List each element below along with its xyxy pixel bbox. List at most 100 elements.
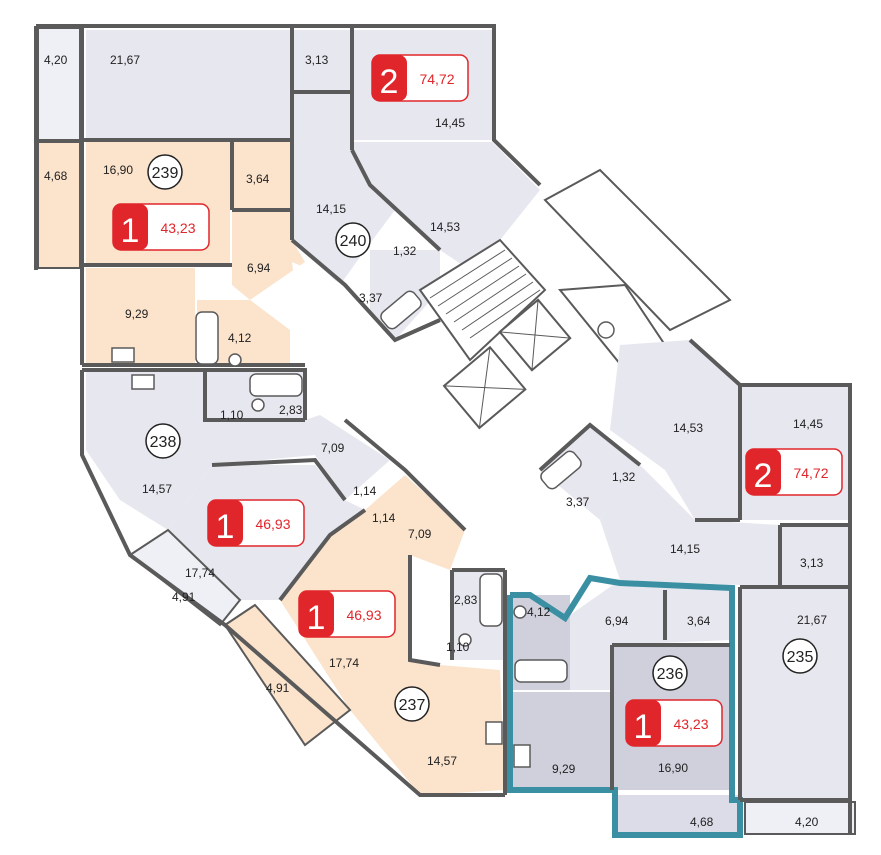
room-area-label: 16,90 (103, 163, 133, 177)
room-area-label: 3,64 (246, 172, 270, 186)
fixtures (111, 290, 582, 768)
svg-text:236: 236 (657, 666, 684, 683)
room-area-label: 2,83 (454, 593, 478, 607)
toilet-icon (251, 398, 265, 412)
apartment-number-239[interactable]: 239 (147, 154, 183, 190)
apartment-240-room-living[interactable] (86, 30, 292, 140)
svg-text:1: 1 (216, 508, 235, 546)
apartment-number-240[interactable]: 240 (335, 222, 371, 258)
apartment-235-room-kitchen[interactable] (610, 340, 740, 520)
svg-text:239: 239 (152, 165, 179, 182)
apartment-badge-238[interactable]: 1 46,93 (207, 499, 305, 547)
apartment-239-room-hall[interactable] (232, 210, 305, 300)
room-area-label: 14,15 (316, 202, 346, 216)
stair-treads-icon (429, 249, 541, 339)
apartment-240-room-closet[interactable] (294, 30, 352, 92)
svg-text:240: 240 (340, 233, 367, 250)
apartment-number-236[interactable]: 236 (652, 655, 688, 691)
apartment-235-room-living[interactable] (740, 587, 850, 800)
balcony-236[interactable] (618, 795, 740, 833)
room-area-label: 21,67 (110, 53, 140, 67)
room-area-label: 1,32 (393, 244, 417, 258)
apartment-237-room-living[interactable] (350, 660, 505, 795)
stove-icon (485, 721, 503, 745)
apartment-number-235[interactable]: 235 (782, 638, 818, 674)
apartment-badge-236[interactable]: 1 43,23 (625, 699, 723, 747)
room-area-label: 4,91 (266, 681, 290, 695)
bathtub-icon (479, 573, 503, 627)
service-balcony[interactable] (543, 168, 732, 332)
room-area-label: 4,20 (795, 815, 819, 829)
room-area-label: 14,53 (673, 421, 703, 435)
room-area-label: 14,57 (427, 754, 457, 768)
room-area-label: 4,12 (228, 331, 252, 345)
room-area-label: 21,67 (797, 613, 827, 627)
room-area-label: 17,74 (185, 566, 215, 580)
apartment-number-238[interactable]: 238 (145, 423, 181, 459)
svg-text:235: 235 (787, 649, 814, 666)
room-area-label: 3,64 (687, 614, 711, 628)
apartment-236-room-kitchen[interactable] (510, 692, 612, 790)
room-area-label: 6,94 (247, 261, 271, 275)
room-area-label: 2,83 (279, 403, 303, 417)
elevator-1-cross-icon (443, 347, 526, 429)
room-area-label: 1,32 (612, 470, 636, 484)
room-area-label: 6,94 (605, 614, 629, 628)
fan-icon (597, 321, 615, 339)
room-area-label: 4,68 (44, 169, 68, 183)
balcony-237[interactable] (223, 603, 352, 747)
svg-text:1: 1 (121, 212, 140, 250)
svg-text:74,72: 74,72 (419, 71, 454, 87)
svg-text:237: 237 (399, 697, 426, 714)
apartment-240-room-kitchen[interactable] (354, 142, 540, 270)
svg-text:74,72: 74,72 (793, 465, 828, 481)
bathtub-icon (540, 450, 582, 490)
apartment-239-room-kitchen[interactable] (86, 268, 195, 365)
svg-text:2: 2 (754, 457, 773, 495)
toilet-icon (513, 605, 527, 619)
apartment-239-room-closet[interactable] (232, 142, 292, 210)
core-corridor (292, 262, 610, 590)
apartment-badge-235[interactable]: 2 74,72 (745, 448, 843, 496)
room-area-label: 1,10 (220, 408, 244, 422)
toilet-icon (458, 633, 472, 647)
room-area-label: 14,57 (142, 482, 172, 496)
bathtub-icon (195, 311, 219, 365)
apartment-236-selection-outline (507, 574, 743, 838)
apartment-235-room-hall[interactable] (600, 465, 780, 585)
walls (34, 24, 852, 835)
toilet-icon (228, 353, 242, 367)
room-area-label: 4,91 (172, 590, 196, 604)
apartment-235-room-closet[interactable] (780, 525, 850, 585)
room-area-label: 14,53 (430, 220, 460, 234)
bathtub-icon (514, 659, 568, 683)
apartment-237-room-hall[interactable] (365, 475, 465, 570)
apartment-236-room-closet[interactable] (665, 590, 730, 640)
room-area-label: 3,37 (359, 291, 383, 305)
svg-text:2: 2 (380, 63, 399, 101)
apartment-badge-237[interactable]: 1 46,93 (298, 590, 396, 638)
apartment-badge-239[interactable]: 1 43,23 (112, 203, 210, 251)
apartment-238-room-hall[interactable] (212, 415, 390, 500)
balcony-240[interactable] (37, 27, 81, 141)
room-area-label: 3,13 (800, 556, 824, 570)
room-area-label: 9,29 (552, 762, 576, 776)
elevator-2-cross-icon (499, 299, 571, 371)
room-area-label: 9,29 (125, 307, 149, 321)
room-area-label: 3,13 (305, 53, 329, 67)
room-area-label: 4,12 (527, 605, 551, 619)
svg-text:43,23: 43,23 (160, 220, 195, 236)
room-area-label: 4,68 (690, 815, 714, 829)
room-area-label: 1,10 (446, 640, 470, 654)
svg-text:46,93: 46,93 (255, 516, 290, 532)
apartment-number-237[interactable]: 237 (394, 686, 430, 722)
apartment-239-room-bath[interactable] (197, 300, 290, 365)
svg-text:1: 1 (307, 599, 326, 637)
balcony-239[interactable] (37, 141, 81, 269)
room-area-label: 3,37 (566, 495, 590, 509)
apartment-badge-240[interactable]: 2 74,72 (371, 54, 469, 102)
room-area-label: 14,45 (435, 116, 465, 130)
svg-text:46,93: 46,93 (346, 607, 381, 623)
room-area-label: 7,09 (321, 441, 345, 455)
